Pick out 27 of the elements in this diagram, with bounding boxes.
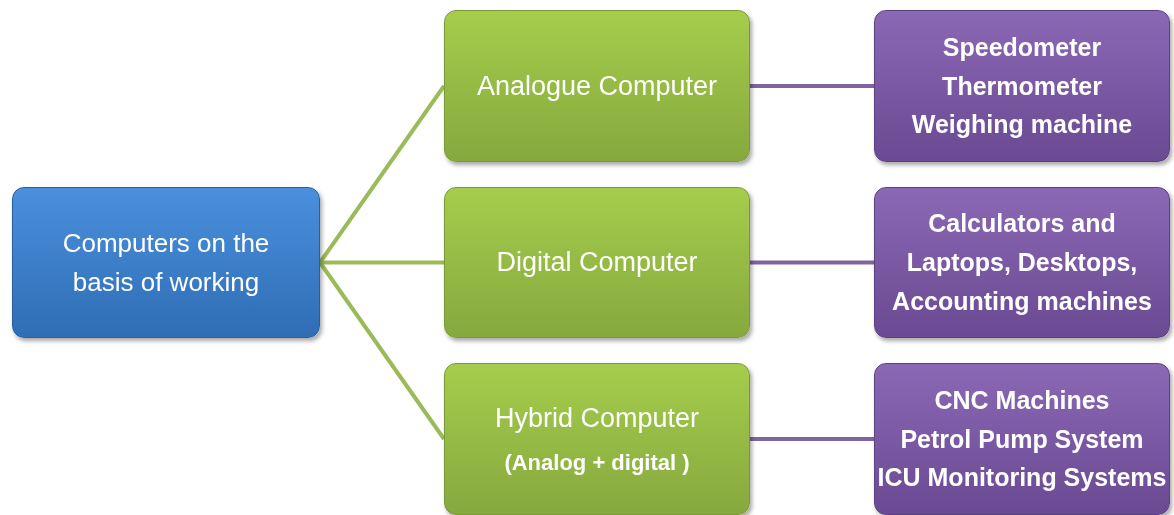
type-box bbox=[444, 10, 750, 162]
connector-line bbox=[750, 437, 874, 441]
example-text: Speedometer bbox=[942, 31, 1102, 63]
example-text: Accounting machines bbox=[892, 285, 1152, 317]
examples-box bbox=[874, 187, 1170, 338]
connector-line bbox=[318, 84, 446, 264]
example-text: Weighing machine bbox=[911, 109, 1133, 141]
example-text: Calculators and bbox=[928, 208, 1116, 240]
node-label: Computers on the basis of working bbox=[61, 226, 271, 299]
node-subtitle: (Analog + digital ) bbox=[504, 449, 690, 476]
example-text: Laptops, Desktops, bbox=[906, 247, 1138, 279]
node-label: Analogue Computer bbox=[476, 70, 718, 102]
type-box bbox=[444, 187, 750, 338]
example-text: ICU Monitoring Systems bbox=[877, 462, 1167, 494]
example-text: CNC Machines bbox=[934, 384, 1110, 416]
connector-line bbox=[320, 260, 444, 265]
type-box bbox=[444, 363, 750, 515]
node-label: Hybrid Computer bbox=[494, 402, 700, 434]
node-label: Digital Computer bbox=[496, 247, 698, 278]
example-text: Petrol Pump System bbox=[900, 423, 1144, 455]
example-text: Thermometer bbox=[942, 70, 1102, 102]
connector-line bbox=[750, 84, 874, 88]
connector-line bbox=[750, 260, 874, 265]
examples-box bbox=[874, 363, 1170, 515]
category-box bbox=[12, 187, 320, 338]
connector-line bbox=[318, 261, 446, 441]
examples-box bbox=[874, 10, 1170, 162]
